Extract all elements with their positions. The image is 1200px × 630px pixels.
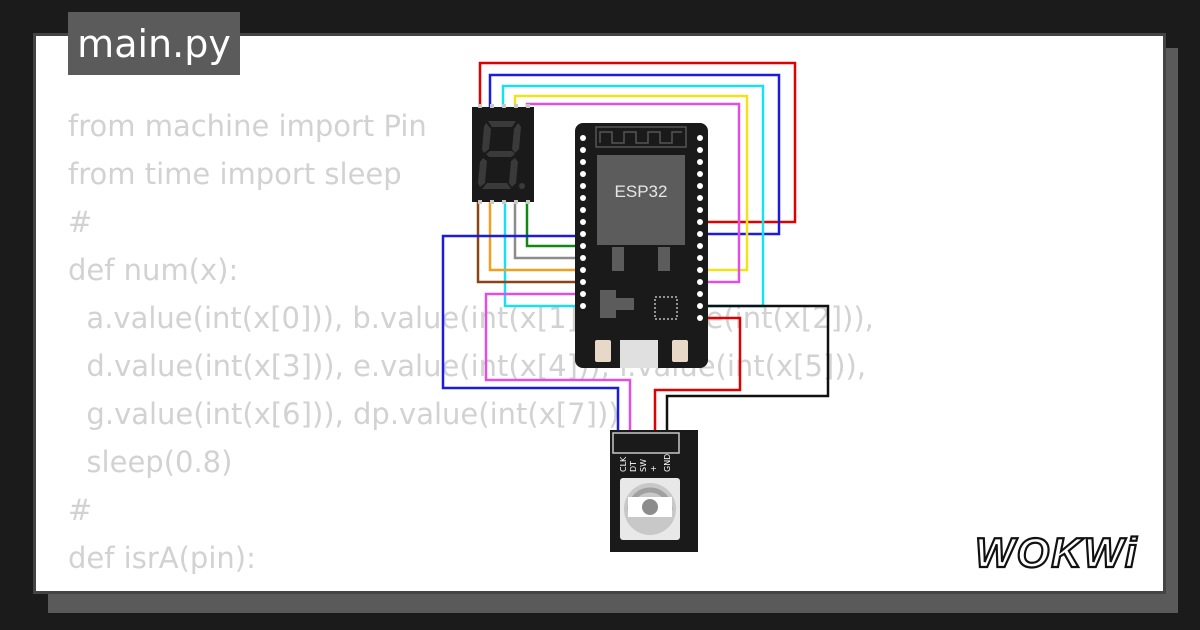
code-line: g.value(int(x[6])), dp.value(int(x[7])) <box>68 397 620 431</box>
code-line: from machine import Pin <box>68 109 427 143</box>
esp32-shield-tab-left <box>612 247 624 271</box>
wires-bottom <box>476 198 583 284</box>
esp32-label: ESP32 <box>615 182 668 201</box>
esp32-shield-tab-right <box>658 247 670 271</box>
seven-segment-display[interactable] <box>472 104 534 204</box>
wire-blue-encoder <box>441 234 620 432</box>
wire-black-encoder <box>665 304 830 432</box>
esp32-right-pins <box>697 135 703 321</box>
wire-cyan <box>501 84 765 308</box>
encoder-pin-labels: CLK DT SW + GND <box>619 454 672 472</box>
wire-gray <box>513 198 583 260</box>
encoder-pin-dt: DT <box>629 461 638 472</box>
encoder-pin-gnd: GND <box>663 454 672 472</box>
esp32-antenna <box>595 126 687 148</box>
wires-top <box>478 61 797 308</box>
wokwi-logo: WOKWi <box>975 528 1139 577</box>
file-tab-label: main.py <box>77 21 231 66</box>
encoder-header <box>612 432 680 454</box>
file-tab[interactable]: main.py <box>68 12 240 75</box>
seven-segment-digit <box>478 121 525 189</box>
encoder-pin-clk: CLK <box>619 456 628 472</box>
esp32-regulator-tab <box>616 298 634 310</box>
encoder-pin-sw: SW <box>639 459 648 472</box>
wire-blue-top <box>488 73 781 236</box>
wire-red-top <box>478 61 797 224</box>
encoder-shaft <box>642 499 658 515</box>
wokwi-logo-text: WOKWi <box>975 529 1139 576</box>
esp32-usb-chip <box>654 296 678 320</box>
code-line: # <box>68 493 93 527</box>
rotary-encoder[interactable]: CLK DT SW + GND <box>610 430 698 552</box>
wire-brown <box>476 198 583 284</box>
seven-segment-pins <box>478 104 530 204</box>
code-line: def num(x): <box>68 253 239 287</box>
wire-magenta-encoder <box>484 292 632 432</box>
code-line: # <box>68 205 93 239</box>
esp32-module <box>597 155 685 245</box>
code-line: from time import sleep <box>68 157 402 191</box>
wire-yellow-top <box>513 94 749 272</box>
wire-green <box>525 198 583 248</box>
code-line: def isrA(pin): <box>68 541 256 575</box>
esp32-regulator <box>600 290 616 318</box>
code-line: sleep(0.8) <box>68 445 233 479</box>
esp32-left-pins <box>580 135 586 309</box>
wire-orange <box>488 198 583 272</box>
wire-red-encoder <box>653 316 742 432</box>
wires-encoder <box>441 234 830 432</box>
encoder-pin-vcc: + <box>649 465 658 472</box>
esp32-antenna-trace <box>599 131 682 144</box>
usb-port[interactable] <box>620 340 658 368</box>
esp32-board[interactable]: ESP32 <box>575 123 708 368</box>
boot-button[interactable] <box>595 340 611 362</box>
reset-button[interactable] <box>672 340 688 362</box>
